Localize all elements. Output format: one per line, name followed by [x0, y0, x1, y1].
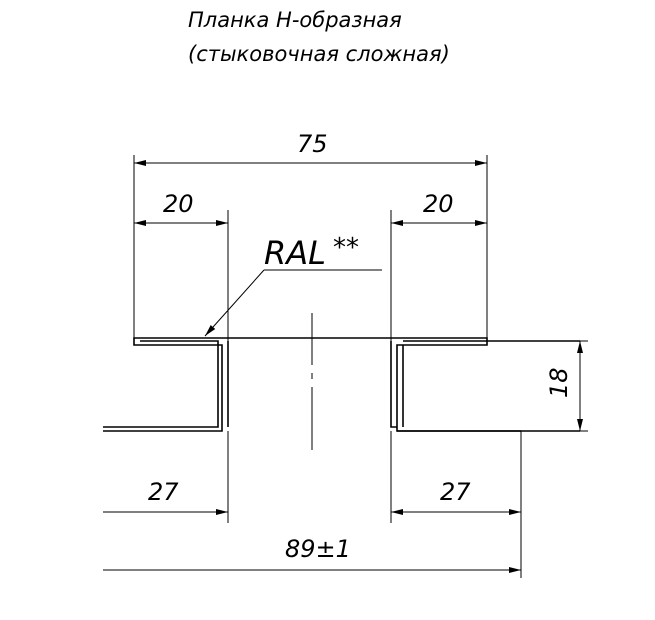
dim-label-27-right: 27: [440, 478, 471, 506]
dim-label-75: 75: [297, 130, 328, 158]
dim-label-18: 18: [545, 367, 573, 398]
ral-suffix: **: [333, 233, 359, 263]
dimension-lines: [103, 160, 583, 573]
dim-label-89: 89±1: [285, 535, 351, 563]
ral-label: RAL: [264, 234, 326, 272]
dim-label-20-left: 20: [163, 190, 194, 218]
drawing-title-line2: (стыковочная сложная): [188, 42, 450, 66]
profile-outline: [103, 337, 580, 432]
extension-lines: [133, 155, 588, 578]
dim-label-20-right: 20: [423, 190, 454, 218]
drawing-title-line1: Планка Н-образная: [188, 8, 402, 32]
ral-leader: [204, 269, 382, 337]
dim-label-27-left: 27: [148, 478, 179, 506]
